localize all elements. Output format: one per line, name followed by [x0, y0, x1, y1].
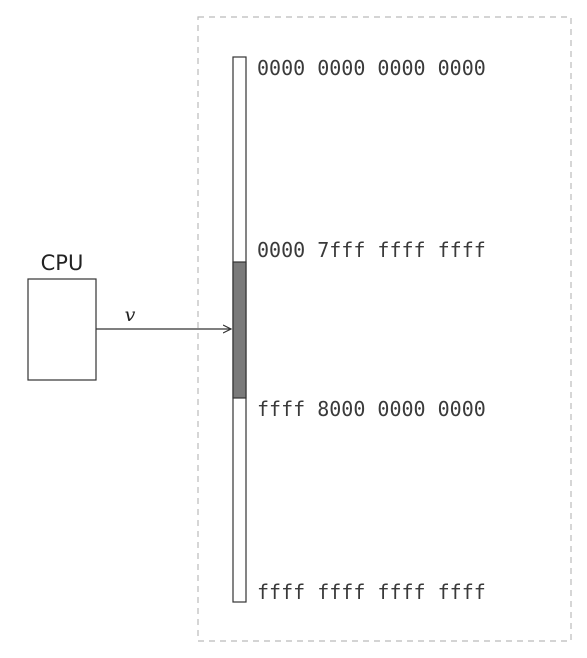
address-label-bottom: ffff ffff ffff ffff — [257, 580, 486, 604]
address-space-border — [197, 16, 572, 642]
address-label-user-end: 0000 7fff ffff ffff — [257, 238, 486, 262]
cpu-box — [27, 278, 97, 381]
pointer-label: v — [125, 304, 136, 326]
cpu-label: CPU — [41, 251, 84, 275]
address-label-top: 0000 0000 0000 0000 — [257, 56, 486, 80]
non-canonical-region — [232, 261, 247, 399]
address-label-kernel-start: ffff 8000 0000 0000 — [257, 397, 486, 421]
